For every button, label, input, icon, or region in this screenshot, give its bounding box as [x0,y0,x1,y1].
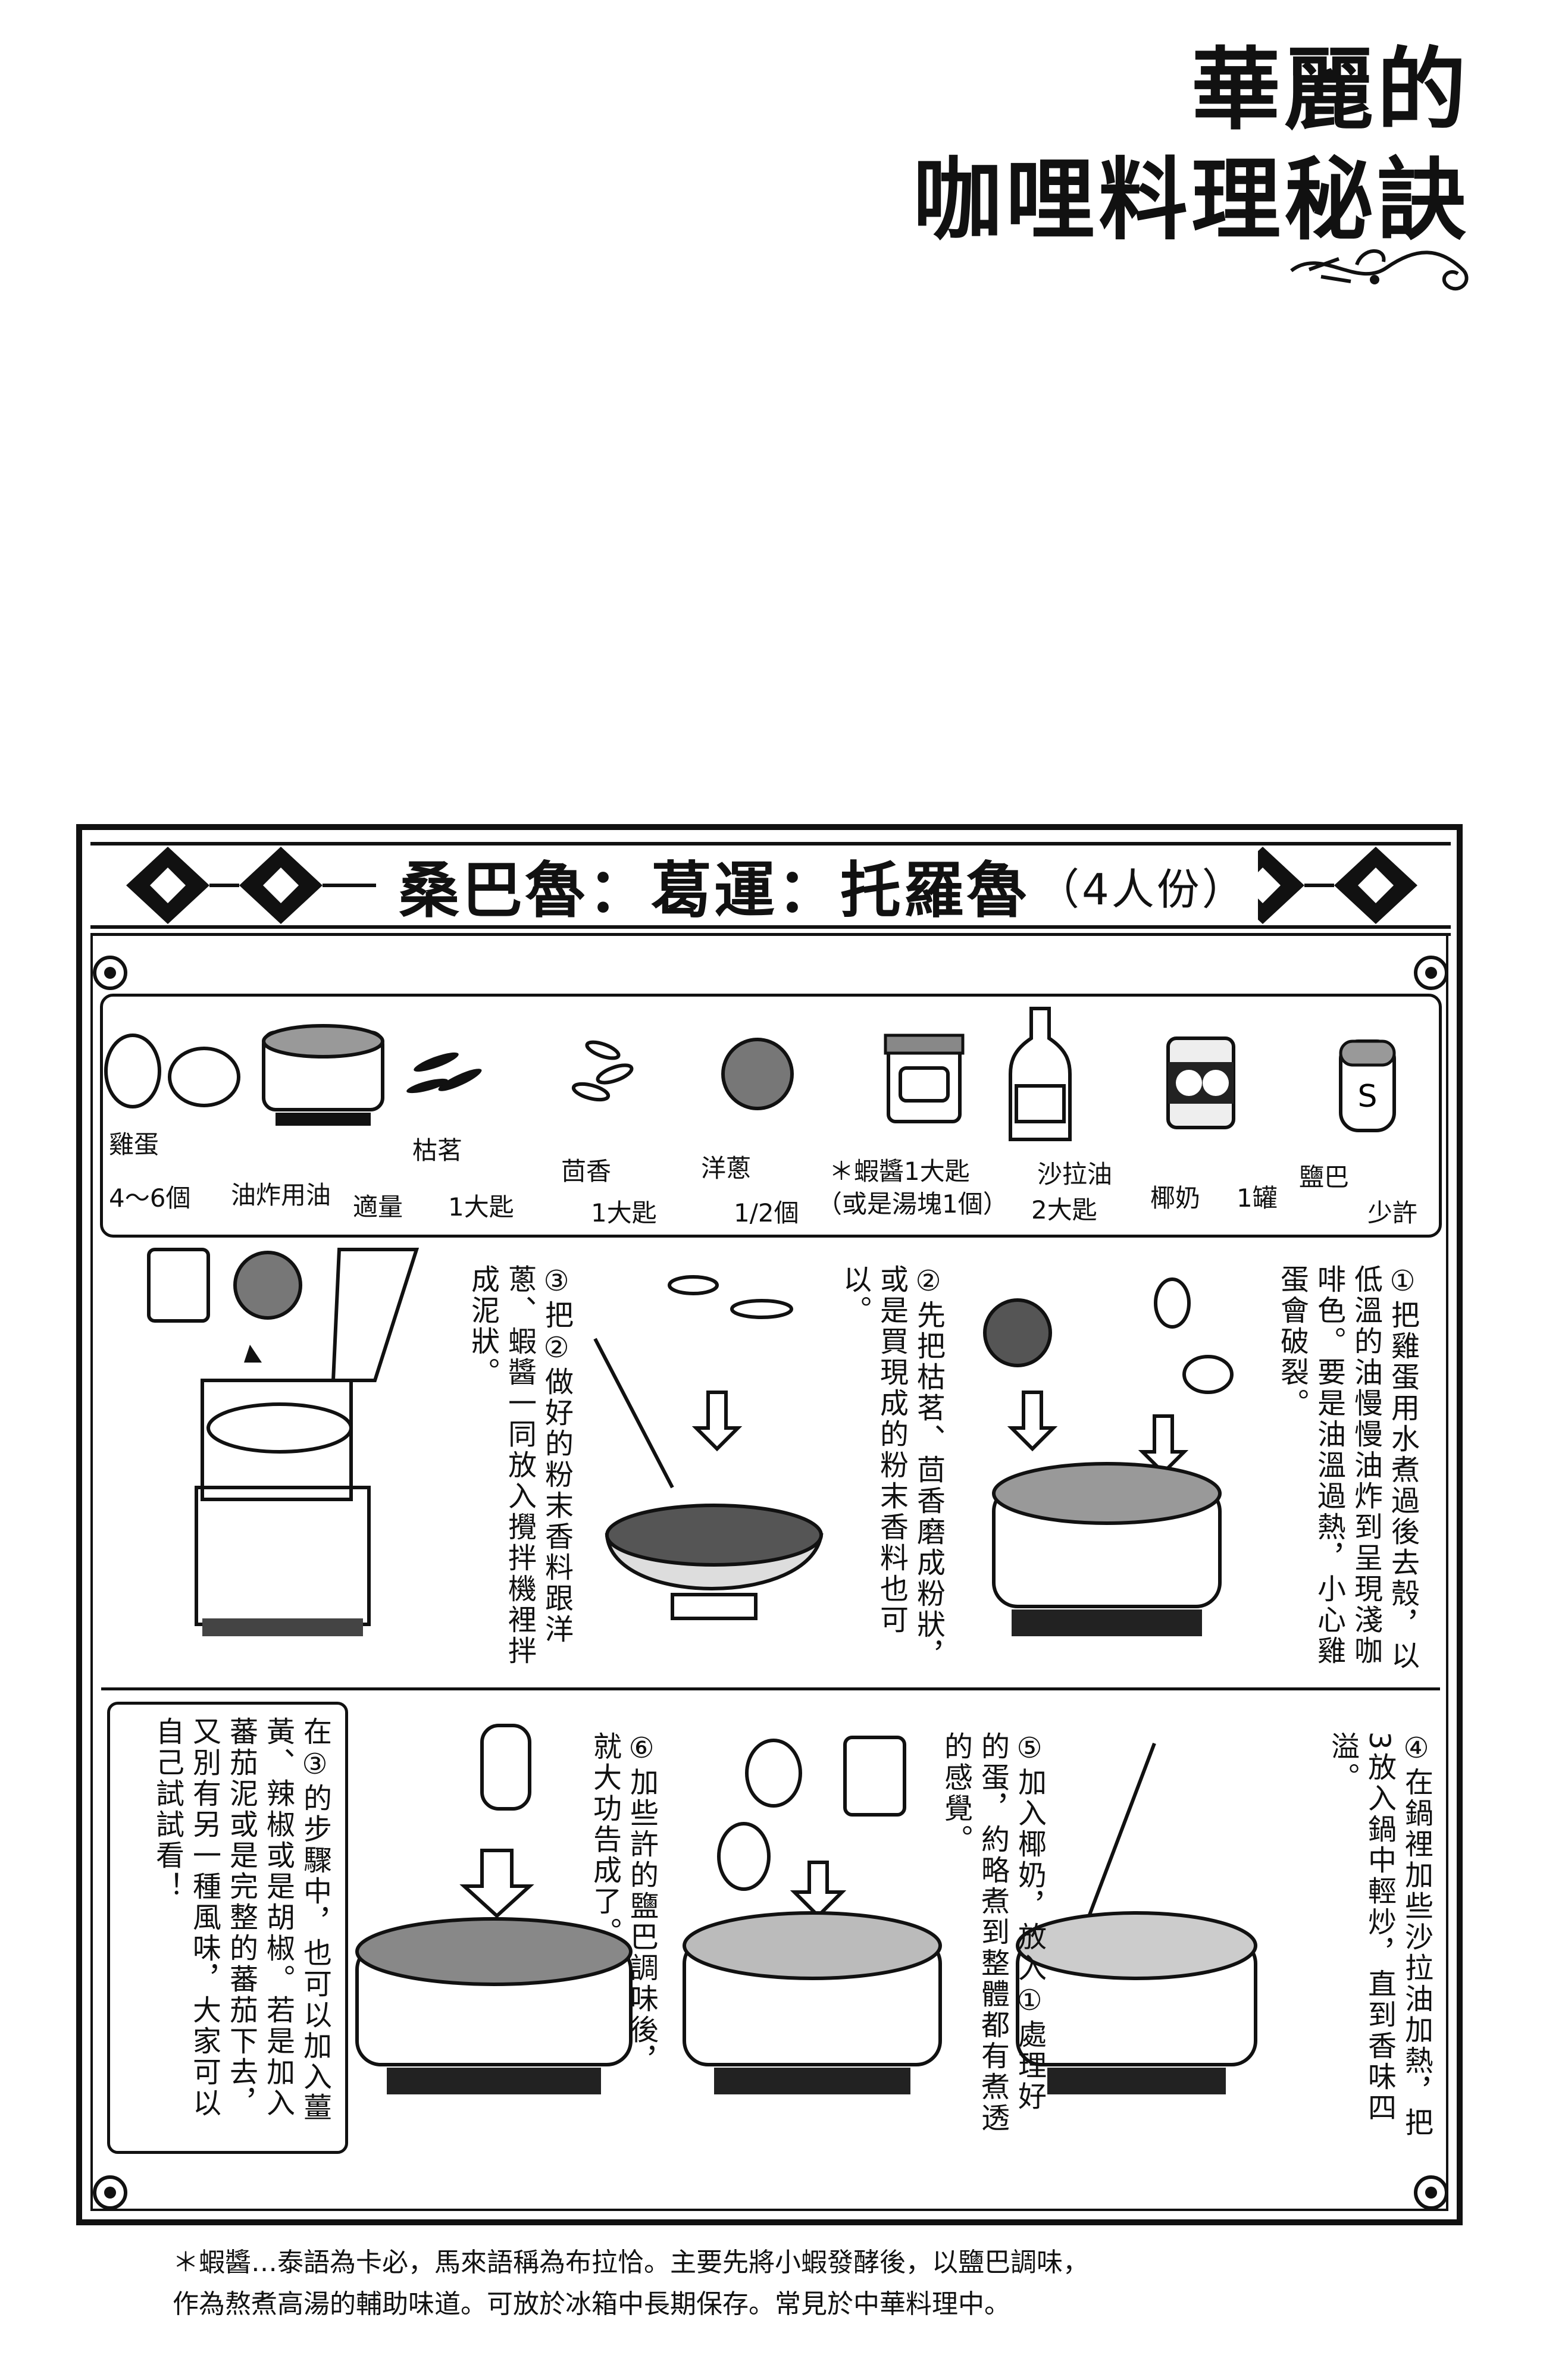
steps-row1-illustrations [147,1248,1234,1636]
ingredient-amount: 少許 [1367,1198,1418,1227]
ingredient-illustrations: S [104,1007,1396,1141]
tip-text: 在③的步驟中，也可以加入薑黃、辣椒或是胡椒。若是加入蕃茄泥或是完整的蕃茄下去，又… [151,1717,331,2124]
frying-pot-icon [983,1277,1234,1636]
steps-row2-illustrations [355,1724,1257,2094]
recipe-name-text: 桑巴魯：葛運：托羅魯 [399,855,1029,926]
step-6-text: ⑥加些許的鹽巴調味後，就大功告成了。 [588,1731,658,2077]
onion-icon [721,1038,794,1110]
ingredient-amount: 4～6個 [109,1183,191,1213]
ingredient-amount: 2大匙 [1031,1195,1097,1225]
corner-ornament-icon [93,956,127,990]
shrimp-paste-jar-icon [884,1034,965,1123]
pot-icon [262,1024,384,1126]
ingredient-amount: 1/2個 [734,1198,799,1227]
page-title: 華麗的 咖哩料理秘訣 [913,36,1470,256]
egg-icon [104,1034,240,1108]
ingredient-name: 油炸用油 [231,1180,331,1210]
flourish-ornament-icon [1290,249,1469,291]
step-4-text: ④在鍋裡加些沙拉油加熱，把3放入鍋中輕炒，直到香味四溢。 [1326,1731,1433,2138]
ingredient-name: 枯茗 [412,1136,463,1165]
cumin-seeds-icon [406,1052,482,1094]
ingredient-amount: 1罐 [1237,1183,1278,1213]
recipe-header: 桑巴魯：葛運：托羅魯 （4人份） [90,838,1451,936]
footnote-line-2: 作為熬煮高湯的輔助味道。可放於冰箱中長期保存。常見於中華料理中。 [173,2289,1010,2319]
ingredient-name: 沙拉油 [1037,1160,1113,1189]
fennel-seeds-icon [571,1040,634,1102]
ingredient-name: 雞蛋 [109,1130,159,1159]
oil-bottle-icon [1009,1007,1072,1141]
recipe-serving: （4人份） [1037,864,1247,915]
ingredient-name: 鹽巴 [1299,1163,1350,1192]
salt-pot-icon [355,1724,633,2094]
step-3-text: ③把②做好的粉末香料跟洋蔥、蝦醬一同放入攪拌機裡拌成泥狀。 [466,1264,573,1667]
corner-ornament-icon [1414,2175,1448,2210]
ingredient-amount: 1大匙 [448,1192,514,1222]
footnote-line-1: ＊蝦醬…泰語為卡必，馬來語稱為布拉恰。主要先將小蝦發酵後，以鹽巴調味， [173,2247,1089,2278]
blender-icon [147,1248,420,1636]
stir-fry-pot-icon [1016,1742,1257,2094]
ingredient-amount: （或是湯塊1個） [817,1189,1008,1219]
step-1-text: ①把雞蛋用水煮過後去殼，以低溫的油慢慢油炸到呈現淺咖啡色。要是油溫過熱，小心雞蛋… [1275,1264,1419,1671]
ingredient-amount: 適量 [353,1192,403,1222]
footnote: ＊蝦醬…泰語為卡必，馬來語稱為布拉恰。主要先將小蝦發酵後，以鹽巴調味， 作為熬煮… [173,2242,1398,2325]
coconut-milk-can-icon [1166,1036,1235,1129]
corner-ornament-icon [93,2175,127,2210]
ingredient-name: 椰奶 [1150,1183,1201,1213]
step-2-text: ②先把枯茗、茴香磨成粉狀，或是買現成的粉末香料也可以。 [838,1264,945,1671]
title-line-2: 咖哩料理秘訣 [912,149,1470,252]
ingredients-panel: S 雞蛋 4～6個 油炸用油 適量 枯茗 1大匙 茴香 1大匙 洋蔥 1/2個 … [100,994,1442,1238]
title-line-1: 華麗的 [1191,39,1470,142]
ingredient-name: ＊蝦醬1大匙 [829,1157,970,1186]
recipe-name: 桑巴魯：葛運：托羅魯 （4人份） [388,847,1258,926]
ingredient-name: 洋蔥 [701,1154,752,1183]
ingredient-name: 茴香 [561,1157,612,1186]
tip-box: 在③的步驟中，也可以加入薑黃、辣椒或是胡椒。若是加入蕃茄泥或是完整的蕃茄下去，又… [107,1702,348,2154]
mortar-bowl-icon [593,1275,824,1620]
coconut-pot-icon [683,1736,942,2094]
salt-shaker-icon: S [1339,1039,1396,1132]
ingredient-amount: 1大匙 [591,1198,657,1227]
row-divider [101,1687,1440,1690]
corner-ornament-icon [1414,956,1448,990]
salt-shaker-label: S [1357,1079,1377,1114]
step-5-text: ⑤加入椰奶，放入①處理好的蛋，約略煮到整體都有煮透的感覺。 [939,1731,1046,2134]
